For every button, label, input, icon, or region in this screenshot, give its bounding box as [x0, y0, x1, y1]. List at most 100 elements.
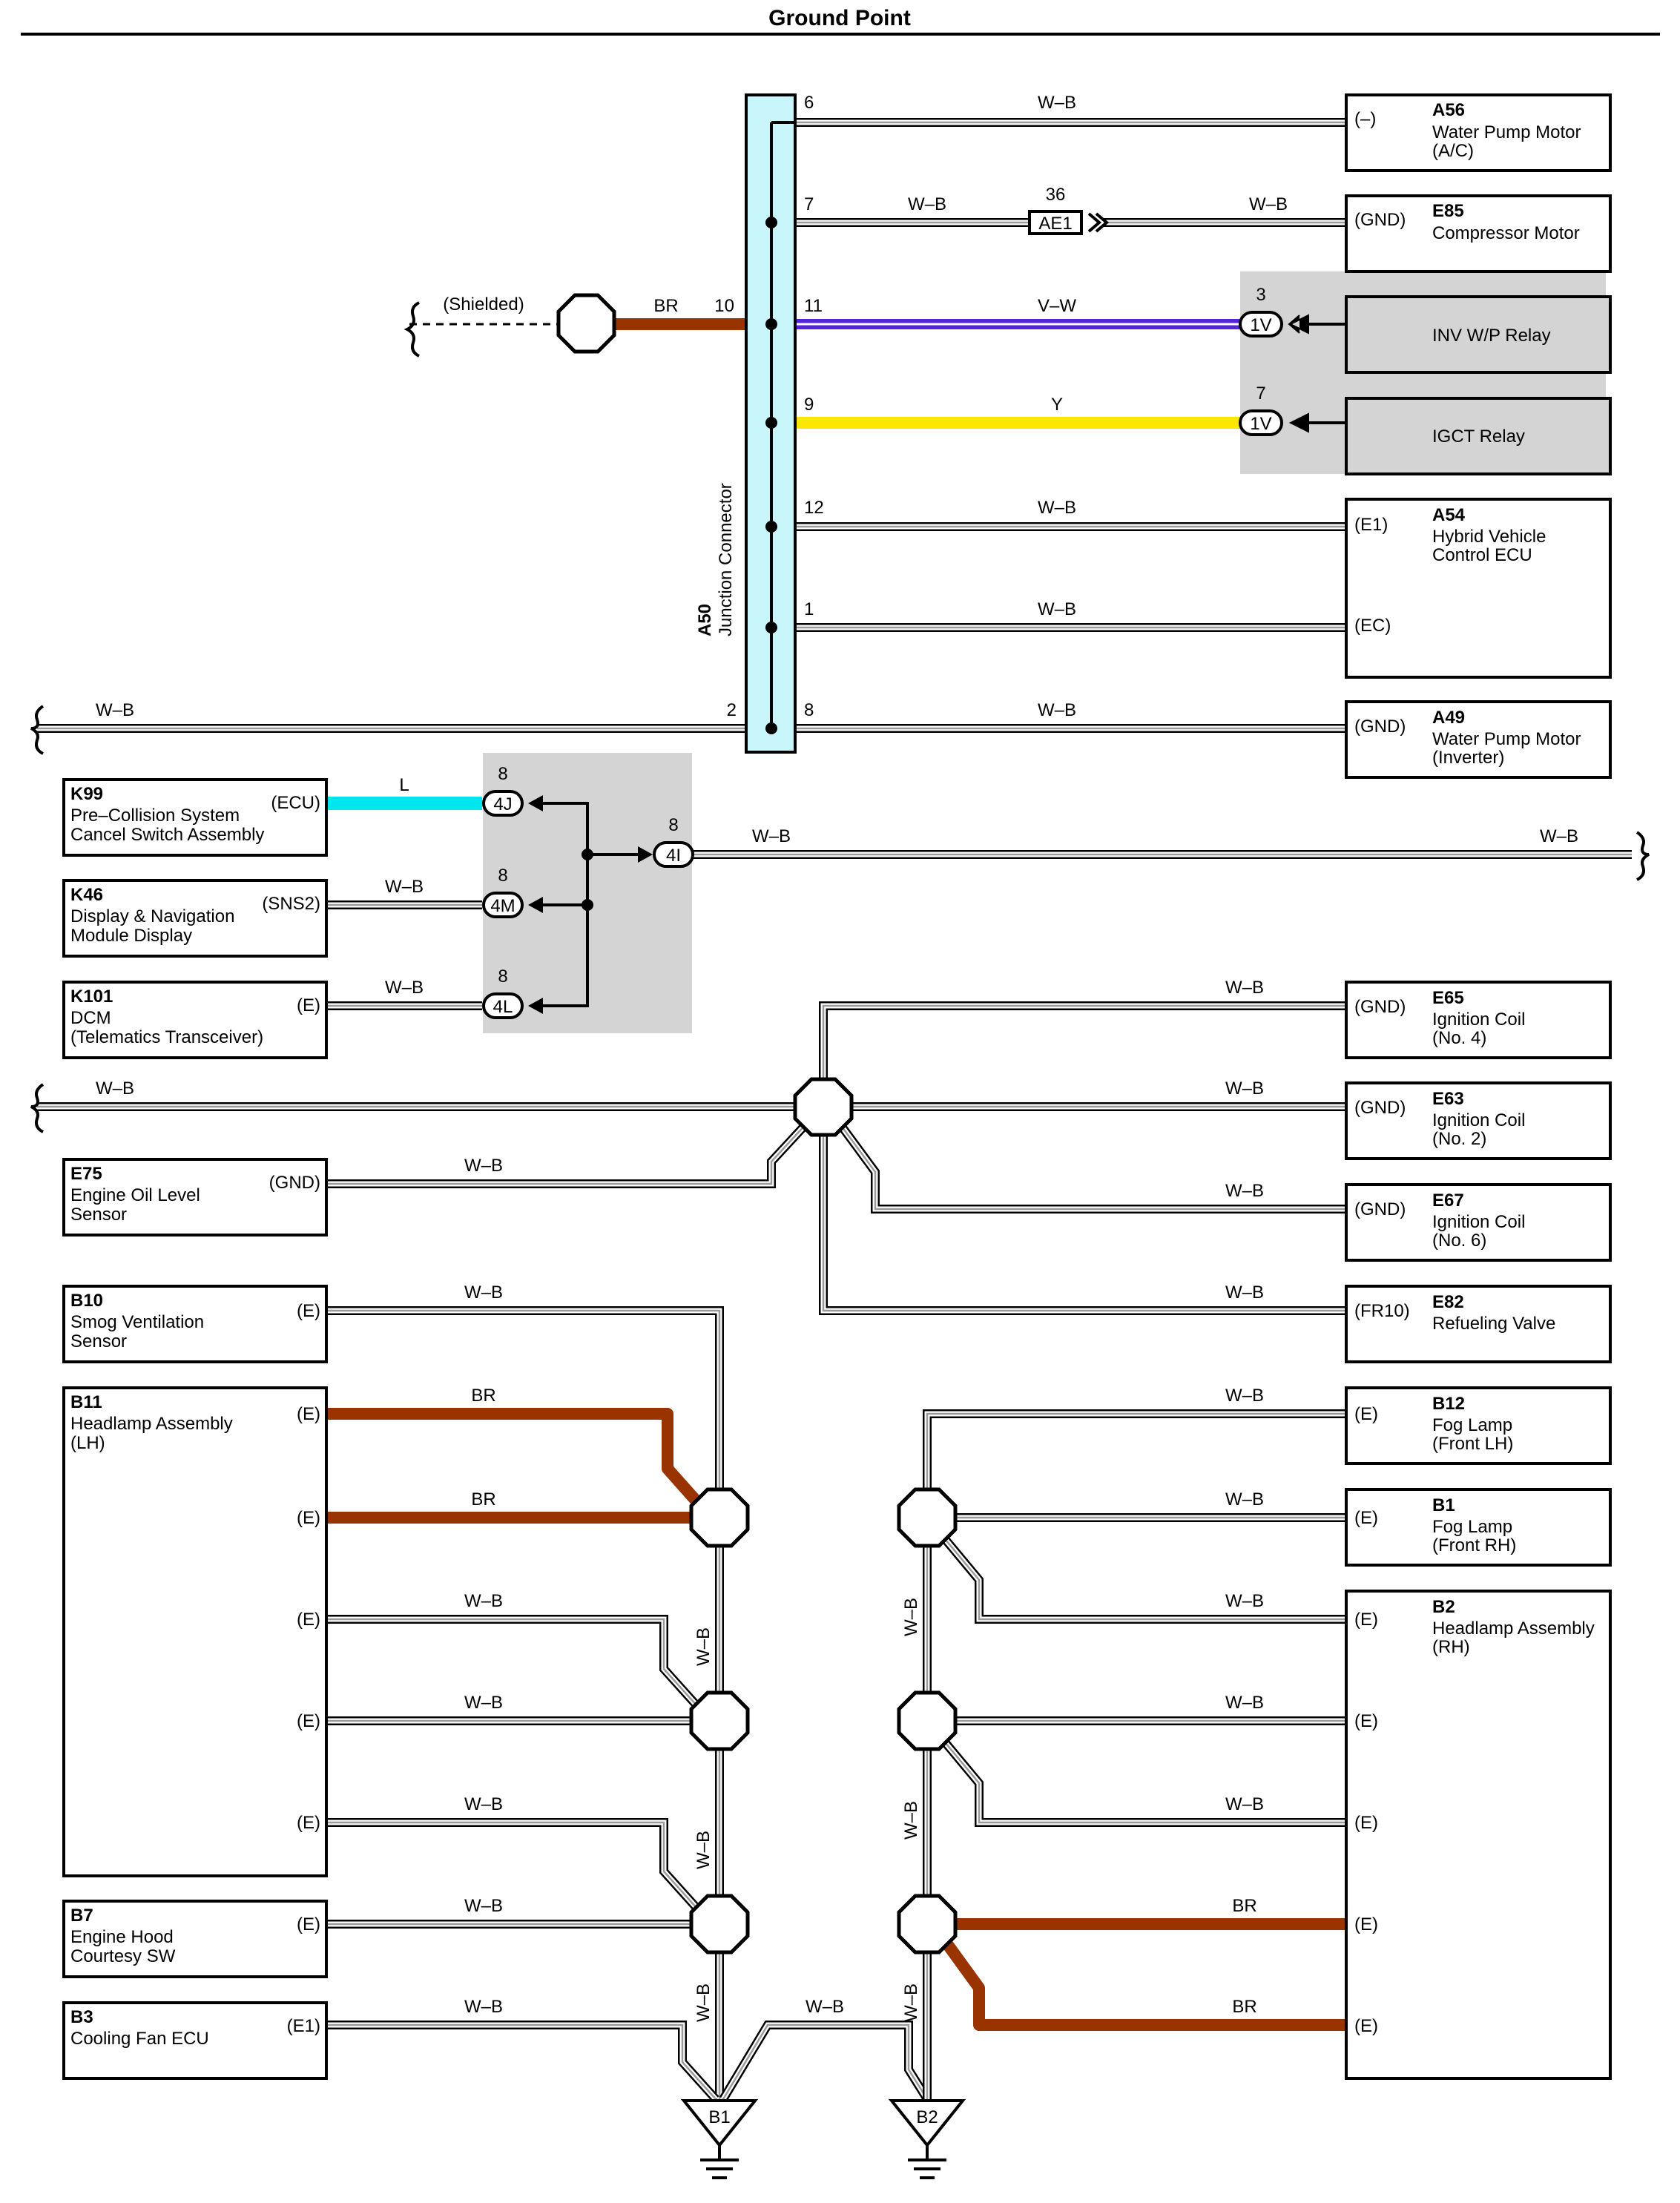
connector-arrow — [528, 795, 543, 811]
b10-terminal: (E) — [297, 1301, 320, 1321]
b12-terminal: (E) — [1354, 1404, 1378, 1424]
a54-terminal-ec: (EC) — [1354, 616, 1391, 636]
component-b10 — [62, 1285, 328, 1363]
e65-name2: (No. 4) — [1432, 1028, 1486, 1048]
b1-name: Fog Lamp — [1432, 1517, 1512, 1537]
a49-code: A49 — [1432, 708, 1465, 728]
shielded-label: (Shielded) — [443, 294, 524, 315]
e65-code: E65 — [1432, 988, 1464, 1008]
b11-terminal: (E) — [297, 1508, 320, 1528]
wire-label: W–B — [694, 1983, 714, 2022]
e63-name: Ignition Coil — [1432, 1110, 1525, 1130]
e82-name: Refueling Valve — [1432, 1314, 1555, 1334]
splice-left-2 — [689, 1690, 750, 1751]
a49-terminal: (GND) — [1354, 717, 1406, 737]
pin-8-label: 8 — [498, 764, 507, 784]
wire-br-b2-b — [941, 1938, 1346, 2031]
component-a56 — [1345, 93, 1612, 172]
component-b2 — [1345, 1590, 1612, 2080]
page-title: Ground Point — [768, 6, 911, 30]
pin-8-label: 8 — [804, 700, 814, 720]
e67-name: Ignition Coil — [1432, 1212, 1525, 1232]
pin-1-label: 1 — [804, 599, 814, 619]
a49-name2: (Inverter) — [1432, 748, 1504, 768]
wire-label: W–B — [1225, 1489, 1264, 1509]
k101-code: K101 — [70, 987, 113, 1007]
component-e67 — [1345, 1183, 1612, 1262]
junction-dot — [582, 899, 593, 911]
b3-terminal: (E1) — [287, 2016, 320, 2036]
wire-label: W–B — [464, 1156, 503, 1176]
component-inv-wp-relay — [1345, 295, 1612, 374]
b2-terminal: (E) — [1354, 1914, 1378, 1934]
component-k46 — [62, 879, 328, 958]
wire-label: W–B — [464, 1997, 503, 2017]
b3-code: B3 — [70, 2007, 93, 2027]
wire-label: W–B — [464, 1794, 503, 1814]
wire-label: W–B — [1038, 599, 1076, 619]
e85-terminal: (GND) — [1354, 210, 1406, 230]
component-b7 — [62, 1900, 328, 1978]
b7-name2: Courtesy SW — [70, 1946, 176, 1966]
junction-dot — [765, 622, 777, 633]
component-e75 — [62, 1158, 328, 1236]
wire-label: W–B — [385, 978, 424, 998]
junction-dot — [582, 849, 593, 860]
connector-1v-inv — [1239, 311, 1283, 337]
pin-8-label: 8 — [498, 866, 507, 886]
wire-label: W–B — [96, 1079, 134, 1099]
pin-7b-label: 7 — [1256, 383, 1265, 404]
a54-terminal-e1: (E1) — [1354, 515, 1388, 535]
splice-right-2 — [897, 1690, 958, 1751]
wire-label: W–B — [464, 1591, 503, 1611]
wire-label: W–B — [1038, 498, 1076, 518]
k46-name2: Module Display — [70, 926, 192, 946]
pin-11-label: 11 — [804, 296, 823, 316]
k101-terminal: (E) — [297, 995, 320, 1015]
pin-6-label: 6 — [804, 93, 814, 113]
b11-code: B11 — [70, 1392, 102, 1412]
connector-4j-label: 4J — [493, 794, 512, 814]
wire-label: V–W — [1038, 296, 1076, 316]
k46-name: Display & Navigation — [70, 906, 234, 926]
a49-name: Water Pump Motor — [1432, 729, 1581, 749]
junction-name: Junction Connector — [716, 483, 736, 636]
splice-shielded — [556, 293, 616, 354]
wire-label: W–B — [464, 1282, 503, 1303]
pin-2-label: 2 — [727, 700, 737, 720]
junction-code: A50 — [695, 604, 715, 636]
wire-label: W–B — [1038, 93, 1076, 113]
b2-name2: (RH) — [1432, 1637, 1470, 1657]
b11-terminal: (E) — [297, 1404, 320, 1424]
wire-label: BR — [471, 1386, 495, 1406]
pin-3-label: 3 — [1256, 285, 1265, 305]
inv-relay-name: INV W/P Relay — [1432, 326, 1551, 346]
connector-arrow — [528, 998, 543, 1014]
k99-name2: Cancel Switch Assembly — [70, 825, 264, 845]
pin-9-label: 9 — [804, 395, 814, 415]
a56-terminal: (–) — [1354, 109, 1376, 129]
igct-relay-name: IGCT Relay — [1432, 427, 1525, 447]
component-e65 — [1345, 981, 1612, 1059]
b11-name: Headlamp Assembly — [70, 1414, 233, 1434]
k46-code: K46 — [70, 885, 103, 905]
e65-terminal: (GND) — [1354, 997, 1406, 1017]
wire-label: BR — [653, 296, 678, 316]
junction-dot — [765, 318, 777, 330]
wire-label: W–B — [694, 1831, 714, 1869]
wire-label: W–B — [1225, 1591, 1264, 1611]
wire-label: W–B — [1225, 1693, 1264, 1713]
wire-break-mark — [30, 705, 45, 755]
pin-7-label: 7 — [804, 194, 814, 214]
component-b12 — [1345, 1386, 1612, 1465]
component-a54 — [1345, 498, 1612, 679]
k101-name2: (Telematics Transceiver) — [70, 1027, 263, 1047]
wire-wb-left-bottom — [326, 1306, 932, 2103]
connector-1v-label: 1V — [1250, 414, 1271, 434]
component-e85 — [1345, 194, 1612, 273]
connector-4m — [482, 892, 524, 918]
b7-name: Engine Hood — [70, 1927, 174, 1947]
component-e63 — [1345, 1081, 1612, 1160]
wire-label: W–B — [901, 1983, 921, 2022]
wire-label: W–B — [1225, 1181, 1264, 1201]
